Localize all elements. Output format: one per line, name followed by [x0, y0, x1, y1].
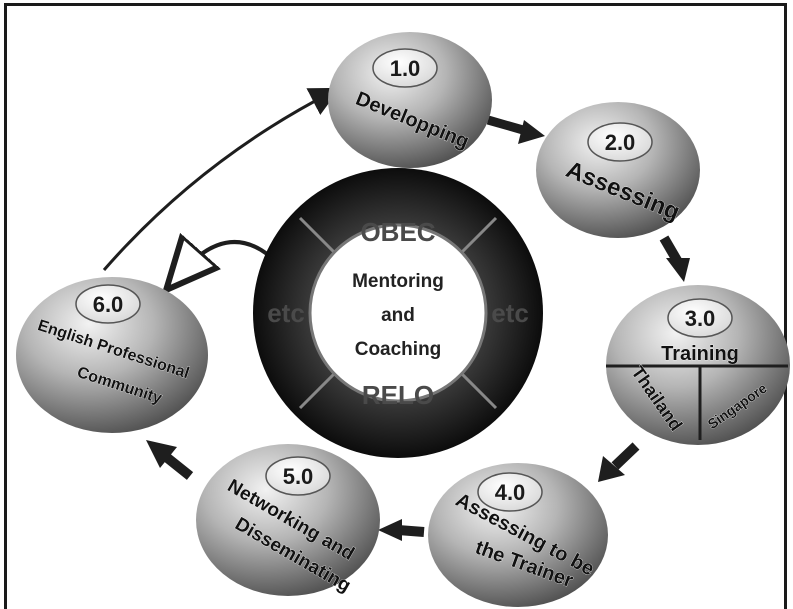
node-5-sphere [196, 444, 380, 596]
diagram-frame [4, 3, 787, 609]
node-5: 5.0 Networking and Disseminating [196, 444, 380, 597]
node-4-badge [477, 472, 543, 512]
node-2-sphere [536, 102, 700, 238]
arrow-2-to-3 [659, 235, 690, 282]
node-2: 2.0 Assessing [536, 102, 700, 238]
node-3-number: 3.0 [685, 306, 716, 331]
center-hub: OBEC RELO etc etc Mentoring and Coaching [253, 168, 543, 458]
node-3-label: Training [661, 343, 739, 365]
node-2-number: 2.0 [605, 130, 636, 155]
node-1-number: 1.0 [390, 56, 421, 81]
node-4: 4.0 Assessing to be the Trainer [428, 463, 608, 607]
node-6-sphere [16, 277, 208, 433]
ring-label-left: etc [267, 298, 305, 328]
ring-label-right: etc [491, 298, 529, 328]
node-6-number: 6.0 [93, 292, 124, 317]
node-5-badge [265, 456, 331, 496]
arrow-center-to-6 [182, 242, 274, 272]
arrow-6-to-1 [102, 87, 341, 271]
node-1-sphere [328, 32, 492, 168]
node-1: 1.0 Developping [328, 32, 492, 168]
ring-label-bottom: RELO [362, 380, 434, 410]
node-1-badge [372, 48, 438, 88]
arrow-4-to-5 [378, 519, 425, 541]
node-4-sphere [428, 463, 608, 607]
arrow-5-to-6 [146, 440, 194, 480]
node-4-number: 4.0 [495, 480, 526, 505]
node-2-badge [587, 122, 653, 162]
arrow-3-to-4 [598, 442, 640, 482]
ring-label-top: OBEC [360, 217, 435, 247]
node-6-badge [75, 284, 141, 324]
center-disc [308, 223, 488, 403]
node-3-badge [667, 298, 733, 338]
node-3: 3.0 Training Thailand Singapore [606, 285, 790, 445]
node-6: 6.0 English Professional Community [16, 277, 208, 433]
node-5-number: 5.0 [283, 464, 314, 489]
center-line-2: and [381, 305, 415, 326]
center-line-3: Coaching [355, 339, 442, 360]
center-line-1: Mentoring [352, 271, 444, 292]
arrow-1-to-2 [486, 115, 545, 144]
